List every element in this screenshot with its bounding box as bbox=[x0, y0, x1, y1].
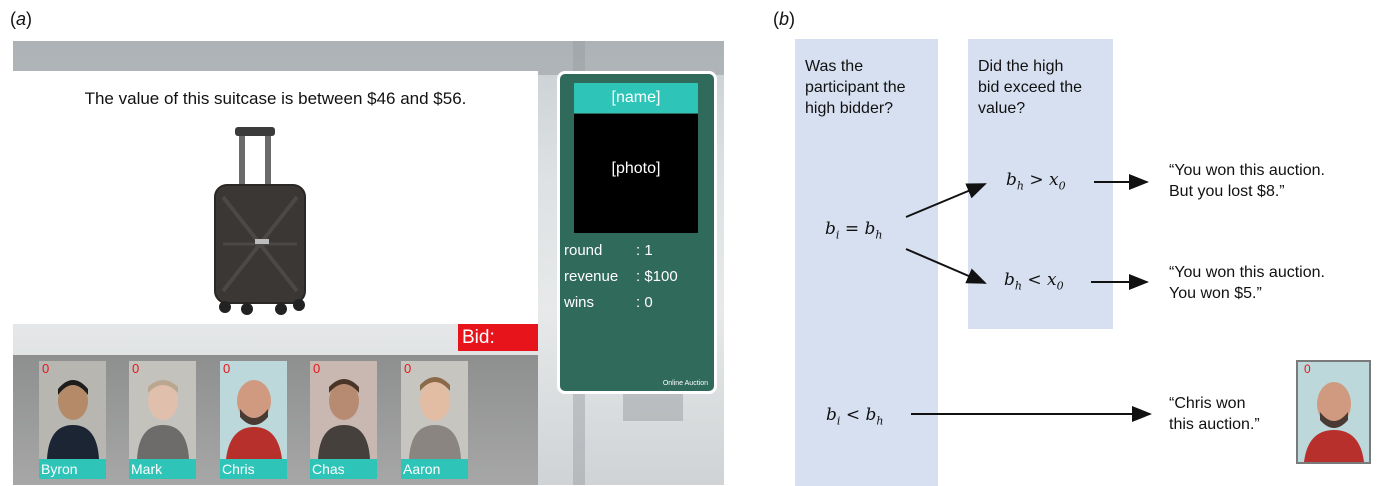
column1-header: Was the participant the high bidder? bbox=[805, 58, 906, 117]
panel-b-label: (b) bbox=[773, 9, 796, 29]
bid-input[interactable]: Bid: bbox=[458, 324, 538, 351]
player-portrait bbox=[39, 361, 106, 459]
stat-wins: wins: 0 bbox=[564, 294, 653, 311]
player-name: Byron bbox=[39, 459, 106, 479]
winner-score: 0 bbox=[1304, 362, 1311, 376]
auction-game-screen: The value of this suitcase is between $4… bbox=[13, 41, 724, 485]
player-name: Chas bbox=[310, 459, 377, 479]
winner-photo-thumbnail: 0 bbox=[1296, 360, 1371, 464]
item-card: The value of this suitcase is between $4… bbox=[13, 71, 538, 324]
node-bi-equals-bh: bi = bh bbox=[825, 219, 883, 242]
player-card-chas: 0 Chas bbox=[310, 361, 377, 479]
player-score: 0 bbox=[42, 361, 50, 376]
player-card-byron: 0 Byron bbox=[39, 361, 106, 479]
player-name: Aaron bbox=[401, 459, 468, 479]
panel-a-label: (a) bbox=[10, 9, 33, 29]
player-portrait bbox=[310, 361, 377, 459]
player-info-card: [name] [photo] round: 1 revenue: $100 wi… bbox=[557, 71, 717, 394]
player-portrait bbox=[129, 361, 196, 459]
ceiling-background bbox=[13, 41, 724, 75]
info-name-label: [name] bbox=[574, 83, 698, 113]
info-photo-placeholder: [photo] bbox=[574, 114, 698, 233]
message-won-lost: “You won this auction. But you lost $8.” bbox=[1169, 162, 1325, 200]
players-strip: 0 Byron 0 Mark 0 Chris 0 Chas bbox=[13, 355, 538, 485]
arrow-to-bh-greater-x0 bbox=[905, 183, 987, 218]
node-bi-less-bh: bi < bh bbox=[826, 405, 884, 428]
player-card-aaron: 0 Aaron bbox=[401, 361, 468, 479]
column-exceed-value bbox=[968, 39, 1113, 329]
player-portrait bbox=[401, 361, 468, 459]
node-bh-less-x0: bh < x0 bbox=[1004, 270, 1064, 293]
info-card-footer: Online Auction bbox=[662, 380, 708, 387]
player-card-mark: 0 Mark bbox=[129, 361, 196, 479]
stat-round: round: 1 bbox=[564, 242, 653, 259]
node-bh-greater-x0: bh > x0 bbox=[1006, 170, 1066, 193]
stat-revenue: revenue: $100 bbox=[564, 268, 678, 285]
player-score: 0 bbox=[132, 361, 140, 376]
player-portrait bbox=[220, 361, 287, 459]
player-card-chris: 0 Chris bbox=[220, 361, 287, 479]
player-score: 0 bbox=[223, 361, 231, 376]
column-high-bidder bbox=[795, 39, 938, 486]
column2-header: Did the high bid exceed the value? bbox=[978, 58, 1083, 117]
player-score: 0 bbox=[404, 361, 412, 376]
item-value-text: The value of this suitcase is between $4… bbox=[84, 89, 467, 108]
message-won-won: “You won this auction. You won $5.” bbox=[1169, 264, 1325, 302]
arrow-to-bh-less-x0 bbox=[905, 248, 987, 284]
player-name: Chris bbox=[220, 459, 287, 479]
suitcase-image bbox=[214, 127, 306, 315]
player-name: Mark bbox=[129, 459, 196, 479]
player-score: 0 bbox=[313, 361, 321, 376]
message-other-won: “Chris won this auction.” bbox=[1169, 395, 1260, 433]
